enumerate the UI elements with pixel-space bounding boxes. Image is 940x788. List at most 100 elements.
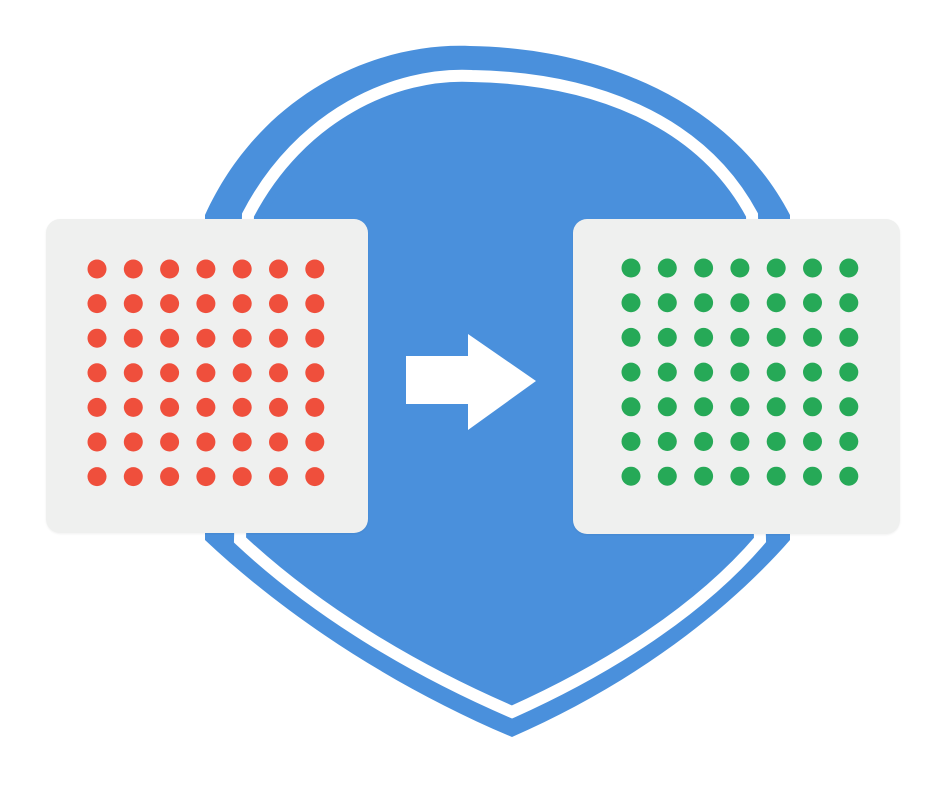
green-dot	[657, 293, 677, 313]
red-dot	[160, 294, 180, 314]
red-dot	[269, 467, 288, 487]
red-dot	[269, 259, 288, 279]
green-dot	[803, 327, 822, 347]
green-dot	[694, 432, 714, 451]
red-dot	[232, 363, 252, 383]
red-dot	[305, 259, 325, 279]
red-dot	[160, 467, 180, 487]
red-dot	[196, 432, 216, 452]
input-dot-grid-panel	[46, 219, 368, 533]
green-dot	[839, 397, 859, 417]
red-dot	[232, 259, 252, 279]
green-dot	[694, 466, 714, 486]
red-dot	[87, 259, 107, 279]
red-dot	[196, 294, 216, 314]
green-dot	[803, 293, 822, 313]
green-dot	[657, 397, 677, 417]
red-dot	[305, 397, 325, 417]
green-dot	[766, 362, 786, 382]
green-dot	[839, 466, 859, 486]
red-dot	[87, 363, 107, 383]
red-dot	[269, 432, 288, 452]
green-dot	[839, 362, 859, 382]
red-dot	[87, 432, 107, 452]
red-dot	[196, 397, 216, 417]
green-dot	[766, 397, 786, 417]
green-dot	[657, 362, 677, 382]
green-dot	[839, 293, 859, 313]
green-dot	[657, 466, 677, 486]
red-dot	[196, 363, 216, 383]
green-dot	[839, 327, 859, 347]
red-dot	[123, 294, 143, 314]
red-dot	[232, 432, 252, 452]
green-dot	[839, 258, 859, 278]
shield-outline	[233, 69, 767, 719]
green-dot	[730, 293, 750, 313]
red-dot	[160, 328, 180, 348]
green-dot-grid	[621, 258, 859, 486]
red-dot	[160, 363, 180, 383]
red-dot	[269, 294, 288, 314]
red-dot	[269, 397, 288, 417]
green-dot	[657, 432, 677, 451]
green-dot	[803, 432, 822, 451]
green-dot	[621, 397, 641, 417]
green-dot	[694, 293, 714, 313]
red-dot-grid	[87, 259, 325, 487]
red-dot	[123, 328, 143, 348]
green-dot	[803, 258, 822, 278]
green-dot	[621, 258, 641, 278]
green-dot	[766, 432, 786, 451]
green-dot	[766, 293, 786, 313]
red-dot	[123, 259, 143, 279]
red-dot	[269, 328, 288, 348]
green-dot	[694, 258, 714, 278]
green-dot	[766, 466, 786, 486]
red-dot	[196, 259, 216, 279]
red-dot	[87, 397, 107, 417]
green-dot	[621, 293, 641, 313]
green-dot	[621, 432, 641, 451]
green-dot	[694, 397, 714, 417]
red-dot	[123, 432, 143, 452]
arrow-right-icon	[406, 334, 536, 430]
green-dot	[839, 432, 859, 451]
green-dot	[803, 362, 822, 382]
green-dot	[730, 327, 750, 347]
green-dot	[730, 466, 750, 486]
red-dot	[87, 294, 107, 314]
red-dot	[123, 397, 143, 417]
green-dot	[730, 362, 750, 382]
red-dot	[123, 363, 143, 383]
green-dot	[621, 362, 641, 382]
red-dot	[160, 397, 180, 417]
red-dot	[305, 294, 325, 314]
red-dot	[232, 328, 252, 348]
red-dot	[305, 467, 325, 487]
red-dot	[305, 363, 325, 383]
red-dot	[196, 328, 216, 348]
green-dot	[803, 466, 822, 486]
red-dot	[305, 432, 325, 452]
output-dot-grid-panel	[573, 219, 900, 534]
red-dot	[305, 328, 325, 348]
red-dot	[269, 363, 288, 383]
red-dot	[232, 294, 252, 314]
red-dot	[87, 328, 107, 348]
green-dot	[657, 258, 677, 278]
green-dot	[621, 466, 641, 486]
green-dot	[694, 362, 714, 382]
green-dot	[621, 327, 641, 347]
red-dot	[232, 397, 252, 417]
red-dot	[196, 467, 216, 487]
green-dot	[730, 432, 750, 451]
green-dot	[766, 327, 786, 347]
green-dot	[730, 397, 750, 417]
green-dot	[766, 258, 786, 278]
red-dot	[87, 467, 107, 487]
red-dot	[232, 467, 252, 487]
red-dot	[123, 467, 143, 487]
green-dot	[803, 397, 822, 417]
